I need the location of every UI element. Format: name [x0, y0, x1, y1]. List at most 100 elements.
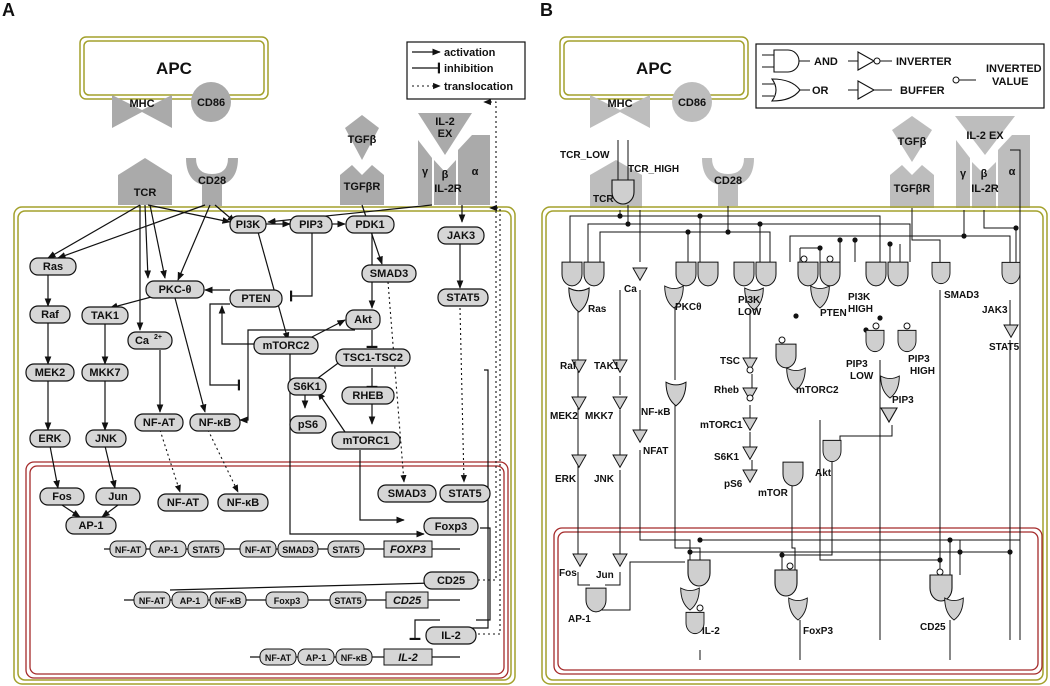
gene-cd25-name: CD25 — [393, 595, 422, 607]
node-raf: Raf — [41, 309, 59, 321]
node-mkk7: MKK7 — [89, 367, 120, 379]
il2r-beta-label-b: β — [981, 168, 988, 180]
b-nfat: NFAT — [643, 446, 668, 457]
tcell-membrane-b-inner — [545, 210, 1044, 681]
tgfb-label-b: TGFβ — [898, 136, 927, 148]
mhc-label-b: MHC — [607, 98, 632, 110]
b-tcr-low: TCR_LOW — [560, 150, 610, 161]
b-pi3k-low-1: PI3K — [738, 295, 761, 306]
apc-label-b: APC — [636, 59, 672, 78]
node-ca: Ca — [135, 335, 150, 347]
translocations-a — [159, 98, 501, 635]
il2r-gamma: γ — [422, 166, 429, 178]
b-mtorc2: mTORC2 — [796, 385, 839, 396]
b-rheb: Rheb — [714, 385, 739, 396]
gene-foxp3-name: FOXP3 — [390, 544, 426, 556]
tcr-receptor: TCR — [118, 158, 172, 205]
il2r-label-b: IL-2R — [971, 183, 999, 195]
b-pten: PTEN — [820, 308, 847, 319]
b-stat5: STAT5 — [989, 342, 1020, 353]
il2r-receptor: γ β α IL-2R — [418, 135, 490, 205]
b-ps6: pS6 — [724, 479, 743, 490]
edges-a — [44, 204, 491, 640]
b-ca: Ca — [624, 284, 637, 295]
b-ap1: AP-1 — [568, 614, 591, 625]
node-pten: PTEN — [241, 293, 270, 305]
inverter-bubbles-b — [696, 255, 944, 612]
gene-foxp3-site-box — [277, 540, 319, 558]
il2-ex-ligand: IL-2 EX — [418, 113, 472, 155]
node-s6k1: S6K1 — [293, 381, 321, 393]
legend-buffer: BUFFER — [900, 85, 945, 97]
b-pi3k-high-1: PI3K — [848, 292, 871, 303]
apc-cell-b: APC — [559, 36, 749, 100]
b-foxp3: FoxP3 — [803, 626, 833, 637]
gene-foxp3-site: SMAD3 — [282, 545, 314, 555]
tgfb-label: TGFβ — [348, 134, 377, 146]
legend-or: OR — [812, 85, 829, 97]
gene-cd25-site: STAT5 — [334, 596, 361, 606]
il2-ex-ligand-b — [955, 116, 1015, 155]
gene-foxp3-site-box — [149, 540, 187, 558]
legend-a: activation inhibition translocation — [406, 41, 526, 100]
legend-translocation: translocation — [444, 81, 513, 93]
b-tcr: TCR — [593, 194, 614, 205]
gene-il2-site-box — [259, 648, 297, 666]
gene-cd25-site-box — [265, 591, 309, 609]
gene-cd25-site-box — [329, 591, 367, 609]
tcell-membrane-b-outer — [541, 206, 1048, 685]
mhc-label: MHC — [129, 98, 154, 110]
gene-cd25-site: NF-AT — [139, 596, 166, 606]
il2ex-label-1: IL-2 — [435, 116, 455, 128]
node-mtorc2: mTORC2 — [263, 340, 310, 352]
cd28-stem-b — [718, 184, 738, 206]
gene-foxp3-site: STAT5 — [332, 545, 359, 555]
cd28-label: CD28 — [198, 175, 226, 187]
b-erk: ERK — [555, 474, 577, 485]
node-jak3: JAK3 — [447, 230, 475, 242]
il2r-beta: β — [442, 169, 449, 181]
node-mtorc1: mTORC1 — [343, 435, 390, 447]
mhc-receptor: MHC — [112, 95, 172, 128]
node-stat5-nuc: STAT5 — [448, 488, 481, 500]
cd28-receptor: CD28 — [186, 158, 238, 206]
b-raf: Raf — [560, 361, 577, 372]
node-ps6: pS6 — [298, 419, 318, 431]
legend-and: AND — [814, 56, 838, 68]
gene-foxp3-site-box — [187, 540, 225, 558]
b-akt: Akt — [815, 468, 832, 479]
il2r-label: IL-2R — [434, 183, 462, 195]
gates-b — [561, 179, 1021, 635]
apc-label: APC — [156, 59, 192, 78]
node-ras: Ras — [43, 261, 63, 273]
b-mek2: MEK2 — [550, 411, 578, 422]
gene-il2-site: NF-AT — [265, 653, 292, 663]
tgfbr-label-b: TGFβR — [894, 183, 931, 195]
gene-cd25-site-box — [171, 591, 209, 609]
mhc-receptor-b — [590, 95, 650, 128]
gene-il2-site: NF-κB — [341, 653, 368, 663]
il2r-gamma-b — [956, 140, 970, 208]
b-pi3k-high-2: HIGH — [848, 304, 873, 315]
b-tcr-high: TCR_HIGH — [628, 164, 679, 175]
node-jun: Jun — [108, 491, 128, 503]
il2ex-label-b: IL-2 EX — [966, 130, 1004, 142]
legend-inverted: INVERTED — [986, 63, 1042, 75]
gene-foxp3-site-box — [239, 540, 277, 558]
b-s6k1: S6K1 — [714, 452, 739, 463]
apc-cell: APC — [79, 36, 269, 100]
il2ex-label-2: EX — [438, 128, 453, 140]
gene-il2-name: IL-2 — [398, 652, 418, 664]
node-pi3k: PI3K — [236, 219, 261, 231]
tgfbr-receptor: TGFβR — [340, 165, 384, 205]
gene-il2-site-box — [335, 648, 373, 666]
gene-cd25-site-box — [209, 591, 247, 609]
b-jak3: JAK3 — [982, 305, 1008, 316]
nucleus-b-inner — [557, 531, 1039, 671]
legend-inhibition: inhibition — [444, 63, 494, 75]
legend-b: AND OR INVERTER BUFFER INVERTED VALUE — [755, 43, 1045, 109]
il2r-alpha: α — [472, 166, 479, 178]
node-tak1: TAK1 — [91, 310, 119, 322]
